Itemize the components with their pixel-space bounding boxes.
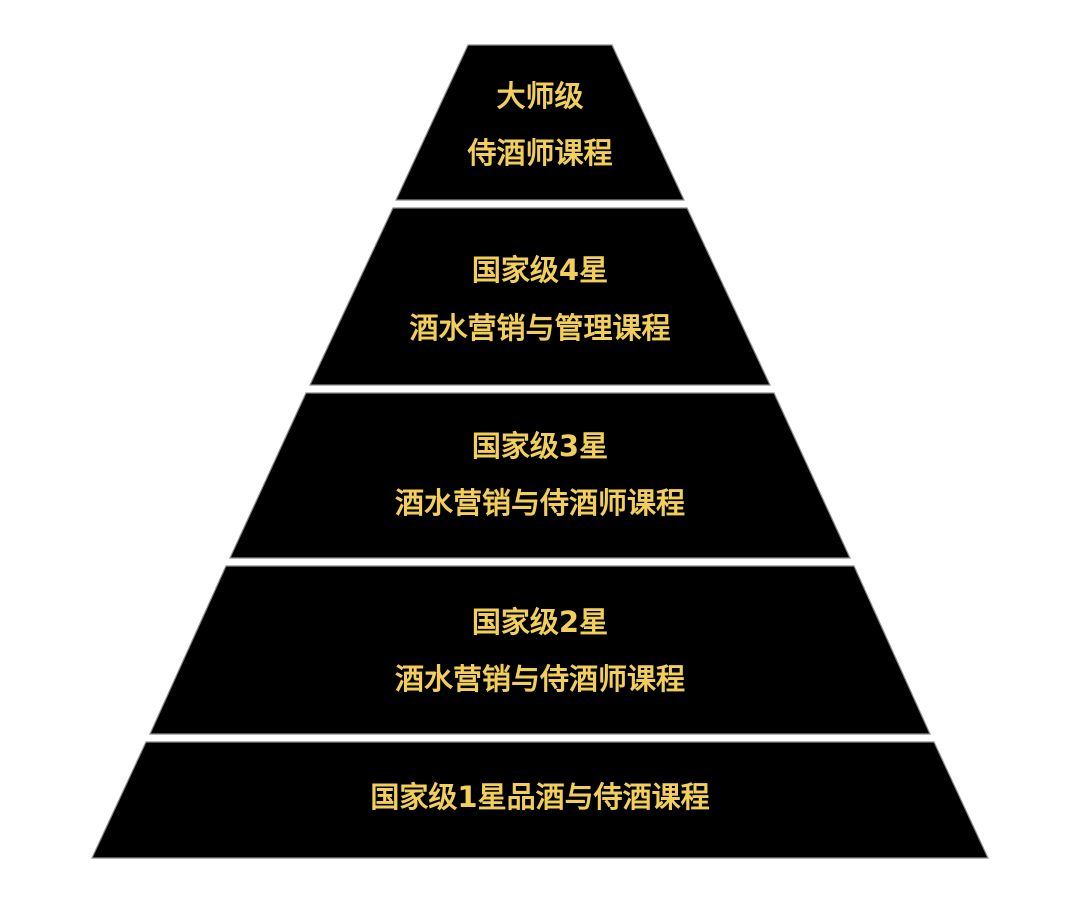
tier-1-star-shape	[91, 741, 989, 859]
tier-master-shape	[395, 44, 685, 201]
tier-2-star: 国家级2星 酒水营销与侍酒师课程	[149, 565, 931, 735]
tier-1-star: 国家级1星品酒与侍酒课程	[91, 741, 989, 859]
tier-3-star-line-1: 国家级3星	[472, 429, 608, 463]
tier-3-star-line-2: 酒水营销与侍酒师课程	[395, 486, 685, 520]
tier-2-star-line-1: 国家级2星	[472, 605, 608, 639]
tier-2-star-line-2: 酒水营销与侍酒师课程	[395, 662, 685, 696]
tier-master-line-1: 大师级	[496, 79, 583, 113]
tier-4-star-line-1: 国家级4星	[472, 253, 608, 287]
tier-4-star: 国家级4星 酒水营销与管理课程	[309, 207, 771, 386]
tier-3-star-shape	[229, 392, 851, 559]
tier-master: 大师级 侍酒师课程	[395, 44, 685, 201]
tier-4-star-line-2: 酒水营销与管理课程	[409, 311, 670, 345]
tier-4-star-shape	[309, 207, 771, 386]
tier-master-line-2: 侍酒师课程	[466, 136, 612, 170]
tier-1-star-line-1: 国家级1星品酒与侍酒课程	[370, 780, 709, 814]
tier-2-star-shape	[149, 565, 931, 735]
tier-3-star: 国家级3星 酒水营销与侍酒师课程	[229, 392, 851, 559]
